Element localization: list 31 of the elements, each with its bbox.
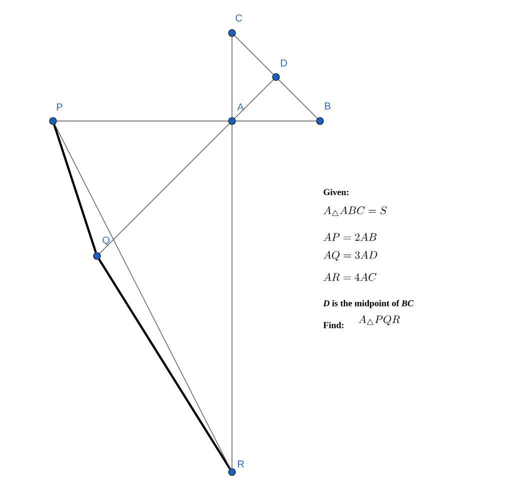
line-segment — [99, 123, 230, 254]
node-label: B — [325, 102, 330, 110]
node-label: D — [281, 60, 287, 66]
point: D — [272, 60, 287, 81]
formula: $A_{\triangle}ABC = S$ — [324, 206, 387, 216]
line-segment — [234, 35, 274, 75]
node-label: C — [236, 14, 242, 22]
label: Find: — [323, 322, 344, 328]
formula: $AR = 4AC$ — [324, 272, 376, 281]
line-segment — [235, 120, 317, 122]
formula: $A_{\triangle}PQR$ — [358, 315, 400, 326]
line-segment — [98, 258, 231, 470]
label: Given: — [324, 188, 348, 196]
node-label: A — [237, 104, 244, 110]
line-segment — [56, 120, 229, 122]
formula: $AP = 2AB$ — [324, 232, 377, 241]
line-segment — [234, 79, 274, 119]
formula: $AQ = 3AD$ — [324, 250, 378, 261]
point: C — [228, 14, 242, 37]
line-segment — [53, 124, 97, 253]
note: D is the midpoint of BC — [323, 300, 414, 308]
line-segment — [54, 124, 231, 469]
line-segment — [278, 79, 318, 119]
point: P — [49, 104, 62, 125]
point: R — [228, 460, 244, 476]
node-label: R — [238, 460, 244, 468]
node-label: P — [57, 104, 62, 110]
point: A — [228, 104, 244, 125]
point: B — [316, 102, 330, 125]
point: Q — [93, 236, 110, 260]
node-label: Q — [102, 236, 110, 246]
